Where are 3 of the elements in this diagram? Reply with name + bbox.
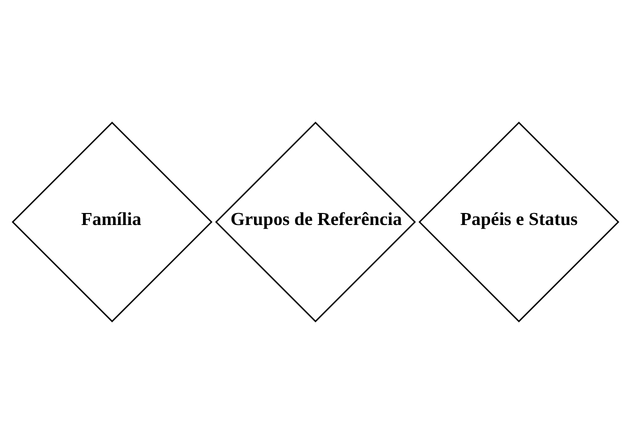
node-diamond: Papéis e Status — [418, 121, 620, 322]
node-diamond: Grupos de Referência — [215, 121, 416, 322]
node-diamond: Família — [12, 121, 212, 322]
